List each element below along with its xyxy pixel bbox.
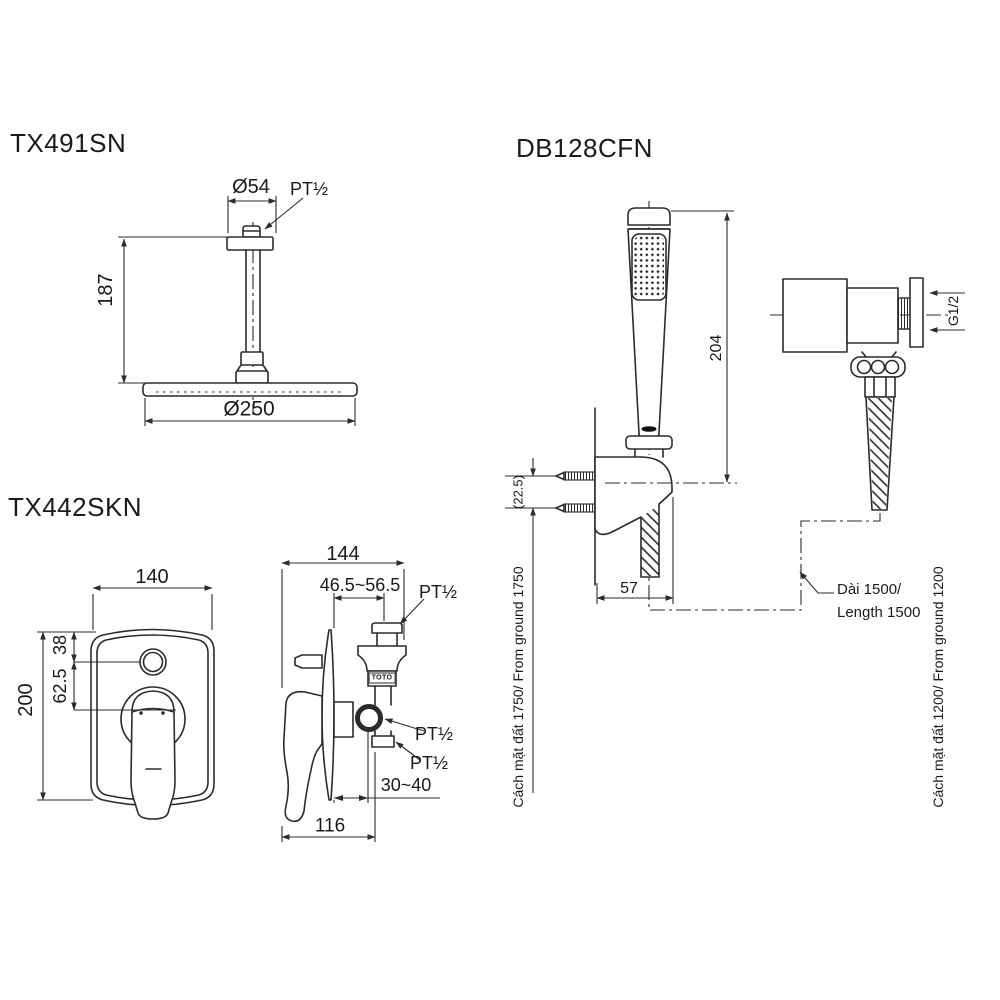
dim-label-handle-offset: 62.5 bbox=[50, 668, 70, 704]
tx442skn-side-view-drawing bbox=[281, 560, 440, 842]
thread-label-pt12-side: PT½ bbox=[414, 724, 454, 744]
dim-label-embed-range: 30~40 bbox=[380, 775, 432, 795]
note-ground-clearance-1750: Cách mặt đất 1750/ From ground 1750 bbox=[510, 566, 526, 808]
thread-label-pt12-bottom: PT½ bbox=[409, 753, 449, 773]
dim-label-arm-height: 187 bbox=[95, 273, 117, 307]
note-ground-clearance-1200: Cách mặt đất 1200/ From ground 1200 bbox=[930, 566, 946, 808]
thread-label-pt12-ceiling: PT½ bbox=[289, 179, 329, 199]
thread-label-g12: G1/2 bbox=[945, 295, 961, 327]
brand-logo: TOTO bbox=[368, 672, 396, 684]
product-code-db128cfn: DB128CFN bbox=[516, 133, 653, 163]
dim-label-plate-width: 140 bbox=[135, 566, 169, 588]
thread-label-pt12-top: PT½ bbox=[418, 582, 458, 602]
tx491sn-ceiling-shower-drawing bbox=[118, 196, 358, 426]
note-hose-length-vi: Dài 1500/ bbox=[837, 581, 902, 598]
product-code-tx491sn: TX491SN bbox=[10, 128, 127, 158]
db128cfn-hand-shower-drawing bbox=[505, 201, 965, 793]
dim-label-top-diameter: Ø54 bbox=[232, 176, 270, 198]
dim-label-plate-height: 200 bbox=[15, 683, 37, 717]
dim-label-total-depth: 116 bbox=[314, 815, 346, 837]
product-code-tx442skn: TX442SKN bbox=[8, 492, 143, 522]
dim-label-bracket-width: 57 bbox=[620, 580, 638, 597]
tx442skn-front-view-drawing bbox=[37, 585, 215, 820]
dim-label-outlet-offset: 46.5~56.5 bbox=[319, 575, 401, 595]
dim-label-button-offset: 38 bbox=[50, 634, 70, 656]
dim-label-head-diameter: Ø250 bbox=[223, 397, 275, 421]
dim-label-valve-depth: 144 bbox=[326, 543, 360, 565]
note-hose-length-en: Length 1500 bbox=[837, 604, 921, 621]
dim-label-screw-pitch: (22.5) bbox=[510, 475, 526, 509]
supply-elbow bbox=[770, 277, 965, 511]
dim-label-wand-length: 204 bbox=[708, 334, 725, 362]
